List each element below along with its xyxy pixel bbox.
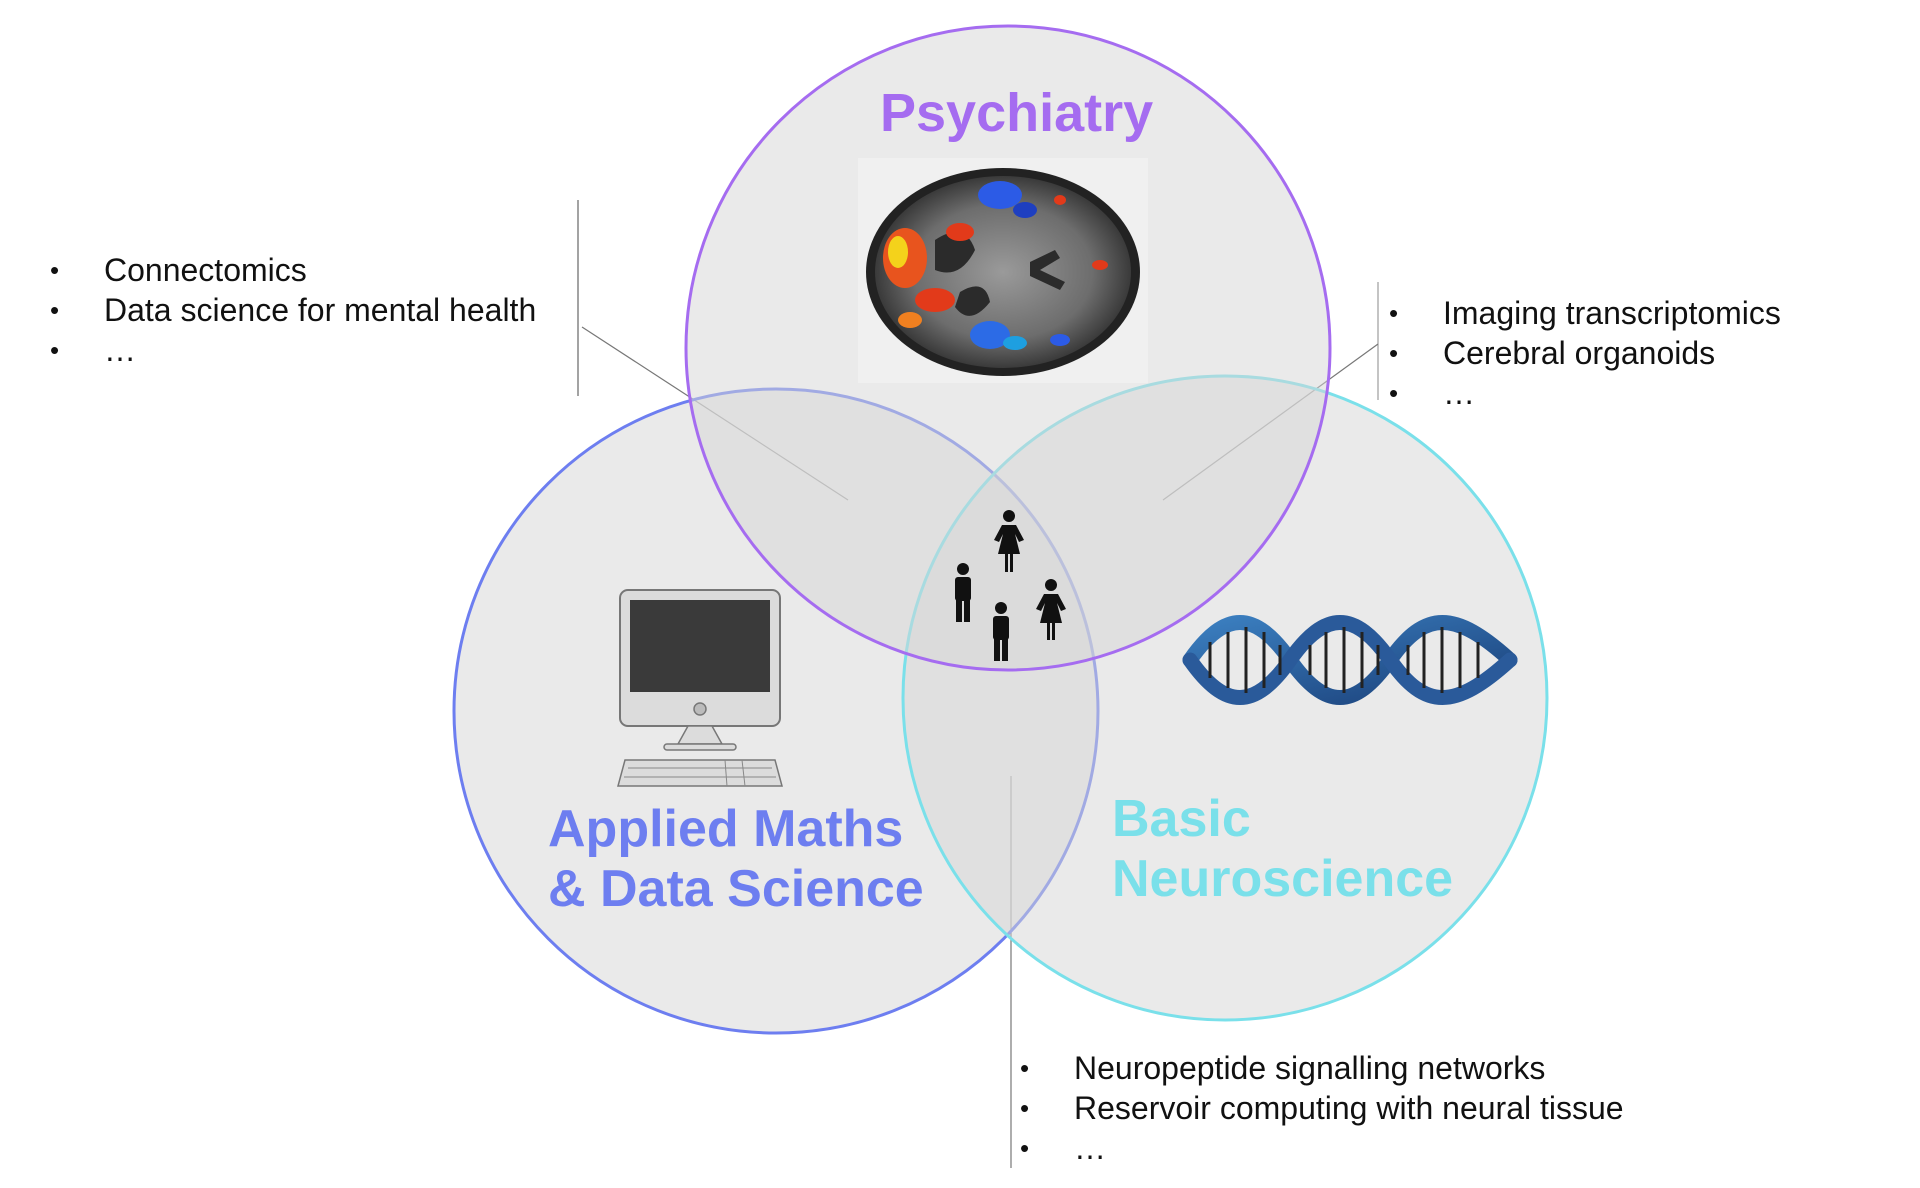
psych-maths-list: Connectomics Data science for mental hea… <box>46 250 536 370</box>
applied-maths-title: Applied Maths & Data Science <box>548 800 924 920</box>
basic-neuroscience-title-line2: Neuroscience <box>1112 849 1454 908</box>
list-item: Data science for mental health <box>46 290 536 330</box>
list-item: Reservoir computing with neural tissue <box>1016 1088 1624 1128</box>
brain-scan-icon <box>858 158 1148 383</box>
person-woman-top <box>994 510 1024 572</box>
list-item: … <box>46 330 536 370</box>
psychiatry-title: Psychiatry <box>880 83 1154 143</box>
list-item: Imaging transcriptomics <box>1385 293 1781 333</box>
list-item: … <box>1385 373 1781 413</box>
basic-neuroscience-title: Basic Neuroscience <box>1112 790 1453 910</box>
person-woman-right <box>1036 579 1066 640</box>
person-man-bottom <box>993 602 1009 661</box>
applied-maths-title-line2: & Data Science <box>548 859 924 918</box>
list-item: … <box>1016 1128 1624 1168</box>
dna-helix-icon <box>1182 615 1518 705</box>
applied-maths-title-line1: Applied Maths <box>548 800 904 858</box>
basic-neuroscience-title-line1: Basic <box>1112 790 1251 848</box>
list-item: Neuropeptide signalling networks <box>1016 1048 1624 1088</box>
list-item: Connectomics <box>46 250 536 290</box>
people-icon <box>955 510 1066 661</box>
list-item: Cerebral organoids <box>1385 333 1781 373</box>
psych-neuro-list: Imaging transcriptomics Cerebral organoi… <box>1385 293 1781 413</box>
person-man-left <box>955 563 971 622</box>
maths-neuro-list: Neuropeptide signalling networks Reservo… <box>1016 1048 1624 1168</box>
computer-icon <box>617 589 783 787</box>
